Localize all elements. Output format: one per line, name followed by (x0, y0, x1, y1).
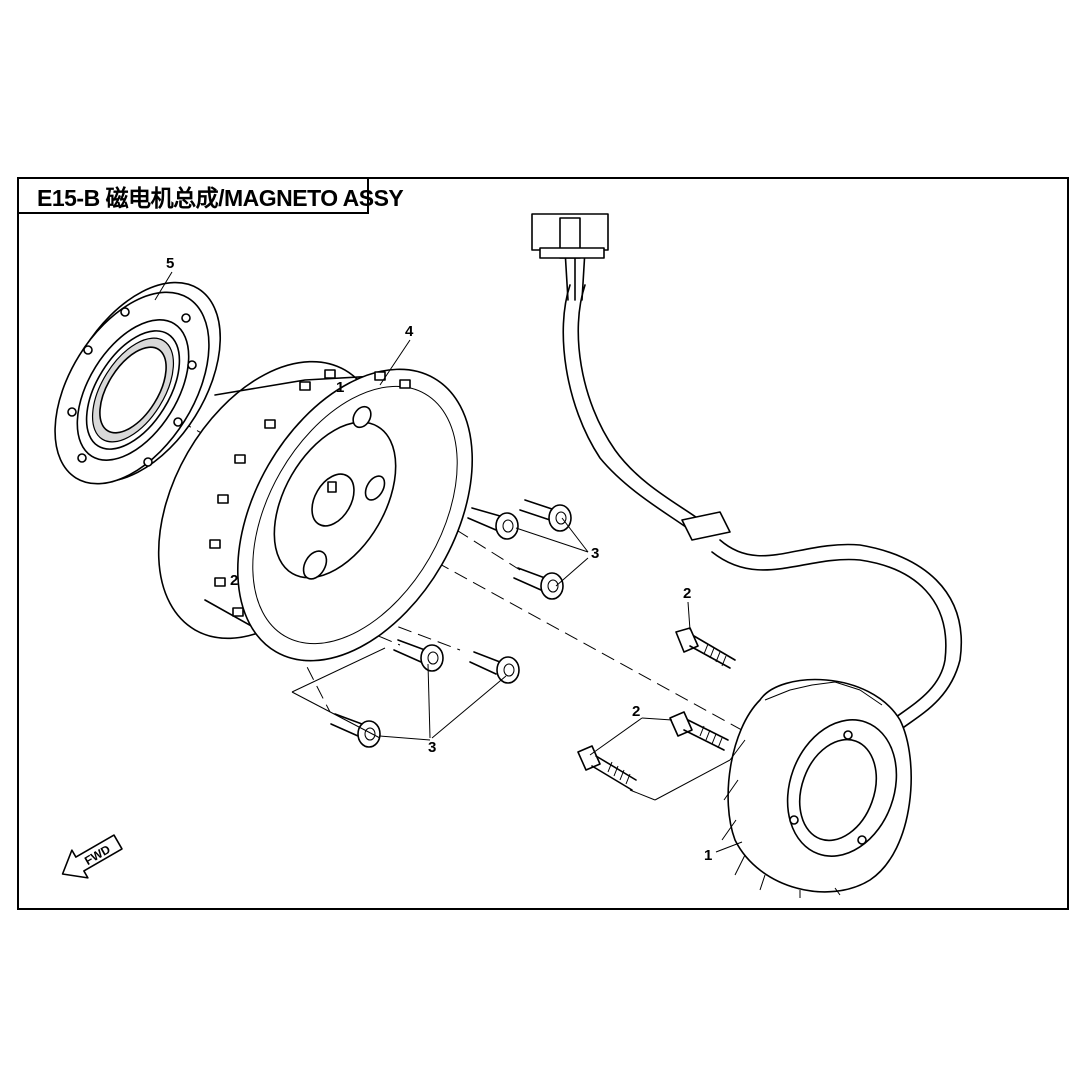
cap-screw (393, 639, 444, 672)
callout-4: 4 (405, 323, 414, 340)
callout-5: 5 (166, 255, 174, 272)
rotor-mark-1: 1 (336, 379, 344, 396)
fwd-arrow-icon: FWD (61, 834, 123, 879)
flange-bolt (675, 627, 736, 669)
leader-lines (154, 271, 743, 853)
page-title: E15-B 磁电机总成/MAGNETO ASSY (37, 184, 404, 211)
title-box: E15-B 磁电机总成/MAGNETO ASSY (17, 177, 404, 214)
cap-screw (467, 507, 519, 540)
one-way-clutch (54, 281, 222, 485)
flange-bolts (577, 627, 736, 791)
cap-screws (330, 499, 572, 748)
callout-1: 1 (704, 847, 712, 864)
callout-3-lower: 3 (428, 739, 436, 756)
flange-bolt (669, 711, 729, 751)
callout-3-upper: 3 (591, 545, 599, 562)
cap-screw (513, 567, 564, 600)
flywheel-rotor: 1 2 (157, 360, 474, 662)
cap-screw (330, 713, 381, 748)
diagram-frame (17, 177, 1069, 910)
callout-2-upper: 2 (683, 585, 691, 602)
cap-screw (469, 651, 520, 684)
flange-bolt (577, 745, 637, 791)
rotor-mark-2: 2 (230, 572, 238, 589)
stator (531, 213, 963, 898)
callout-2-lower: 2 (632, 703, 640, 720)
cap-screw (519, 499, 572, 532)
